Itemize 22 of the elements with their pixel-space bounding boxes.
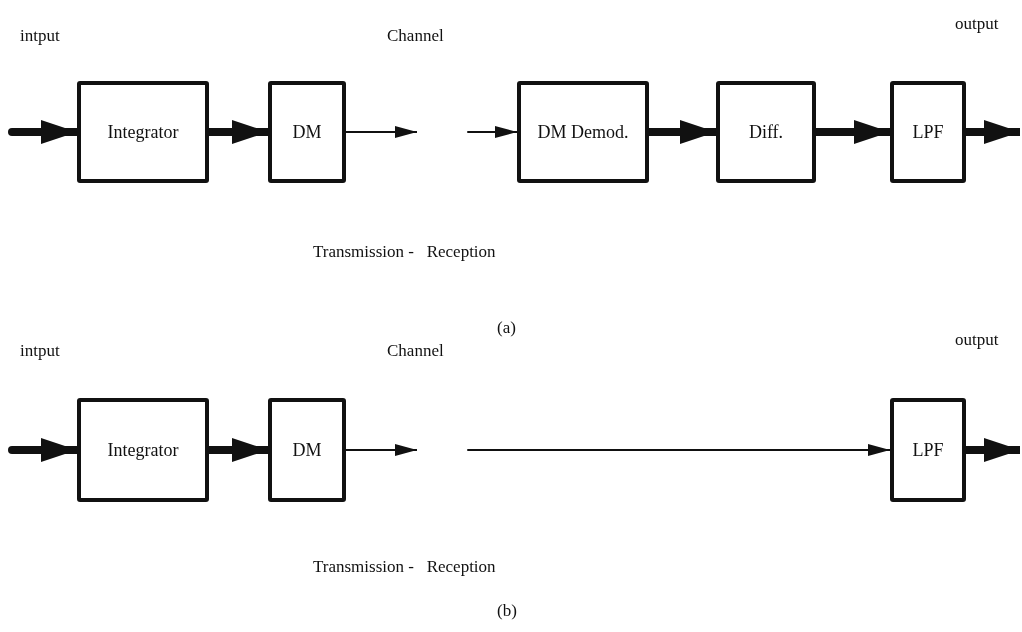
- process-box: DM: [268, 81, 346, 183]
- text-label: Transmission - Reception: [313, 242, 496, 262]
- process-box: LPF: [890, 398, 966, 502]
- process-box: Integrator: [77, 398, 209, 502]
- text-label: Channel: [387, 341, 444, 361]
- arrow: [345, 444, 418, 456]
- arrow: [345, 126, 418, 138]
- process-box: DM Demod.: [517, 81, 649, 183]
- arrow: [467, 126, 518, 138]
- process-box: LPF: [890, 81, 966, 183]
- text-label: Channel: [387, 26, 444, 46]
- panel-caption: (a): [497, 318, 516, 338]
- process-box: Integrator: [77, 81, 209, 183]
- text-label: Transmission - Reception: [313, 557, 496, 577]
- process-box: Diff.: [716, 81, 816, 183]
- process-box: DM: [268, 398, 346, 502]
- text-label: output: [955, 330, 999, 350]
- text-label: intput: [20, 341, 60, 361]
- text-label: intput: [20, 26, 60, 46]
- panel-caption: (b): [497, 601, 517, 621]
- text-label: output: [955, 14, 999, 34]
- arrow: [467, 444, 891, 456]
